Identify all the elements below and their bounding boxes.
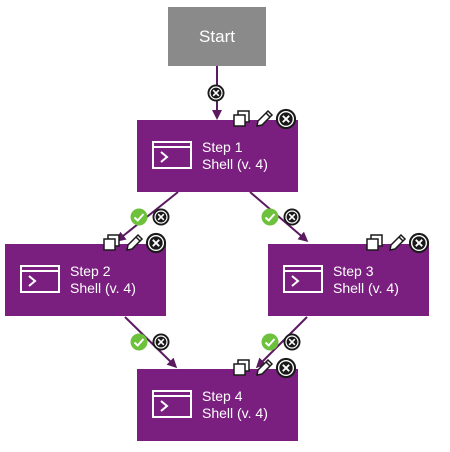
shell-icon <box>152 390 192 418</box>
remove-link-icon[interactable] <box>283 333 301 351</box>
edge-step1-step3-badges <box>261 208 301 226</box>
step-title: Step 3 <box>333 263 374 279</box>
step4-toolbar <box>231 356 297 380</box>
copy-icon[interactable] <box>231 108 253 130</box>
start-node[interactable]: Start <box>168 7 266 66</box>
step-subtitle: Shell (v. 4) <box>333 280 399 296</box>
step3-toolbar <box>364 231 430 255</box>
remove-link-icon[interactable] <box>207 84 225 102</box>
start-label: Start <box>199 26 235 46</box>
step-title: Step 1 <box>202 139 243 155</box>
connector-step2-step4[interactable] <box>124 316 178 369</box>
remove-link-icon[interactable] <box>152 208 170 226</box>
step-node-1[interactable]: Step 1 Shell (v. 4) <box>137 120 298 192</box>
step1-toolbar <box>231 107 297 131</box>
step-subtitle: Shell (v. 4) <box>202 156 268 172</box>
step-title: Step 2 <box>70 263 111 279</box>
shell-icon <box>20 265 60 293</box>
delete-icon[interactable] <box>275 357 297 379</box>
edge-step3-step4-badges <box>261 333 301 351</box>
edit-pencil-icon[interactable] <box>253 108 275 130</box>
success-check-icon <box>261 208 279 226</box>
success-check-icon <box>130 333 148 351</box>
delete-icon[interactable] <box>275 108 297 130</box>
shell-icon <box>283 265 323 293</box>
edit-pencil-icon[interactable] <box>253 357 275 379</box>
delete-icon[interactable] <box>408 232 430 254</box>
edge-step1-step2-badges <box>130 208 170 226</box>
edge-start-step1-badges <box>207 84 225 102</box>
edit-pencil-icon[interactable] <box>123 232 145 254</box>
copy-icon[interactable] <box>231 357 253 379</box>
success-check-icon <box>261 333 279 351</box>
remove-link-icon[interactable] <box>152 333 170 351</box>
remove-link-icon[interactable] <box>283 208 301 226</box>
connector-step1-step2[interactable] <box>115 191 179 242</box>
delete-icon[interactable] <box>145 232 167 254</box>
step-subtitle: Shell (v. 4) <box>202 405 268 421</box>
step-node-2[interactable]: Step 2 Shell (v. 4) <box>5 244 166 316</box>
connector-step3-step4[interactable] <box>255 316 308 369</box>
edge-step2-step4-badges <box>130 333 170 351</box>
step-title: Step 4 <box>202 388 243 404</box>
copy-icon[interactable] <box>364 232 386 254</box>
edit-pencil-icon[interactable] <box>386 232 408 254</box>
shell-icon <box>152 141 192 169</box>
step-node-4[interactable]: Step 4 Shell (v. 4) <box>137 369 298 441</box>
step2-toolbar <box>101 231 167 255</box>
step-node-3[interactable]: Step 3 Shell (v. 4) <box>268 244 429 316</box>
copy-icon[interactable] <box>101 232 123 254</box>
success-check-icon <box>130 208 148 226</box>
step-subtitle: Shell (v. 4) <box>70 280 136 296</box>
